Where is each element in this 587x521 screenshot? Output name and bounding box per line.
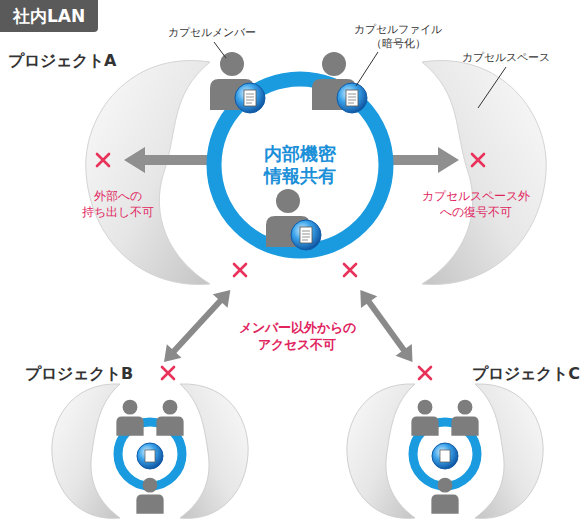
small-capsule bbox=[52, 384, 248, 518]
connector-line bbox=[368, 301, 405, 352]
arrow-head bbox=[213, 290, 231, 308]
leader-line bbox=[356, 52, 378, 86]
part-label: カプセルスペース bbox=[462, 51, 550, 65]
arrow-head bbox=[396, 344, 413, 362]
blocked-arrow bbox=[124, 147, 212, 173]
restriction-note: カプセルスペース外 への復号不可 bbox=[422, 189, 530, 220]
share-ring bbox=[214, 79, 386, 251]
deny-mark bbox=[234, 264, 246, 276]
project-region: プロジェクトA 内部機密 情報共有 bbox=[10, 45, 575, 290]
ring-outline bbox=[205, 70, 395, 260]
title-text: 社内LAN bbox=[13, 5, 85, 28]
ring-text: 内部機密 情報共有 bbox=[264, 143, 336, 188]
capsule-shell bbox=[422, 61, 546, 285]
member-icon bbox=[210, 52, 265, 113]
project-region: プロジェクトC bbox=[330, 362, 580, 521]
share-ring-node: 内部機密 情報共有 bbox=[205, 70, 395, 260]
member-icon bbox=[312, 52, 367, 113]
project-name: プロジェクトA bbox=[8, 51, 116, 72]
deny-mark bbox=[344, 264, 356, 276]
deny-mark bbox=[472, 154, 484, 166]
connector-line bbox=[173, 300, 222, 353]
deny-mark bbox=[97, 154, 109, 166]
arrow-head bbox=[164, 344, 182, 362]
leader-line bbox=[478, 67, 506, 108]
leader-line bbox=[214, 42, 226, 58]
project-name: プロジェクトB bbox=[25, 364, 133, 385]
restriction-note: メンバー以外からの アクセス不可 bbox=[239, 320, 356, 354]
access-connector bbox=[164, 290, 230, 362]
blocked-arrow bbox=[388, 147, 459, 173]
part-label: カプセルファイル （暗号化） bbox=[354, 23, 442, 52]
member-icon bbox=[266, 189, 321, 250]
deny-mark bbox=[419, 367, 431, 379]
arrow-head bbox=[360, 290, 377, 308]
project-region: プロジェクトB bbox=[20, 362, 260, 521]
capsule-shell bbox=[86, 61, 210, 285]
access-connector bbox=[360, 290, 412, 362]
restriction-note: 外部への 持ち出し不可 bbox=[82, 189, 154, 220]
part-label: カプセルメンバー bbox=[168, 26, 256, 40]
small-capsule bbox=[347, 384, 543, 518]
deny-marks bbox=[97, 154, 484, 379]
title-tab: 社内LAN bbox=[0, 0, 98, 32]
deny-mark bbox=[162, 367, 174, 379]
project-name: プロジェクトC bbox=[472, 364, 580, 385]
